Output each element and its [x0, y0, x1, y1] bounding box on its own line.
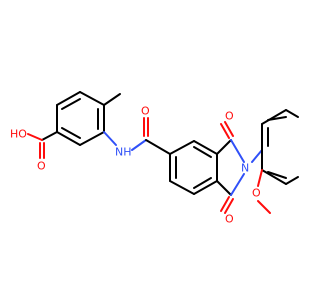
- amide-nh-label: NH: [115, 146, 132, 159]
- methoxy-oxygen-label: O: [252, 187, 261, 200]
- carboxylic-acid-group: HO O: [10, 128, 58, 173]
- imide-oxygen-top-label: O: [225, 110, 234, 123]
- methoxy-group: O: [252, 169, 271, 214]
- chemical-structure-diagram: HO O NH O N O O: [10, 91, 299, 226]
- imide-ring: N O O: [216, 110, 249, 226]
- amide-oxygen-label: O: [141, 105, 150, 118]
- phthalimide-benzo-ring: [169, 140, 218, 195]
- carboxyl-oxygen-label: O: [37, 160, 46, 173]
- methyl-bond: [103, 93, 121, 106]
- imide-oxygen-bottom-label: O: [225, 213, 234, 226]
- methoxyphenyl-ring: [251, 109, 299, 185]
- benzoic-acid-ring: [56, 91, 105, 146]
- imide-nitrogen-label: N: [241, 162, 249, 175]
- amide-linkage: NH O: [103, 105, 171, 159]
- hydroxyl-label: HO: [10, 128, 27, 141]
